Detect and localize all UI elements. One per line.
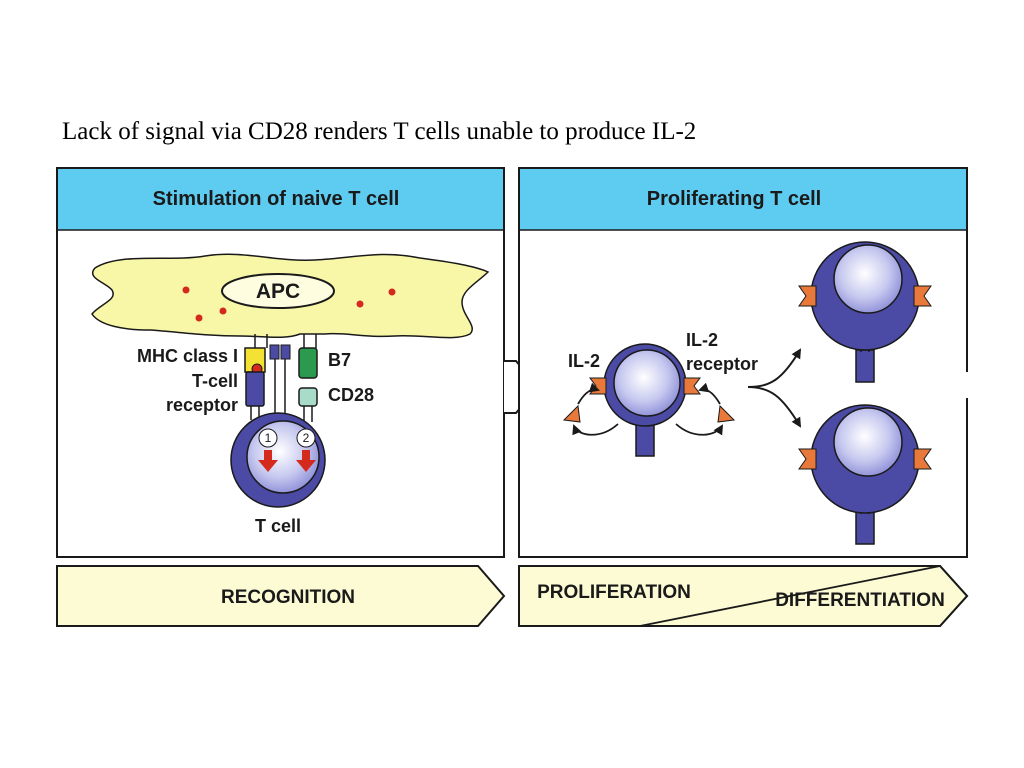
antigen-dot: [219, 307, 227, 315]
left-panel-header: Stimulation of naive T cell: [153, 188, 400, 210]
differentiation-label: DIFFERENTIATION: [775, 590, 945, 611]
frame-notch: [962, 372, 970, 398]
coreceptor: [269, 344, 280, 360]
b7-label: B7: [328, 350, 351, 370]
proliferation-label: PROLIFERATION: [537, 582, 691, 603]
right-panel-header-bg: [520, 169, 966, 230]
tcr-label-line1: T-cell: [192, 371, 238, 391]
autocrine-arrow-right-out: [675, 423, 724, 436]
activated-t-cell: [589, 343, 701, 457]
b7-molecule: [298, 347, 318, 379]
cd28-label: CD28: [328, 385, 374, 405]
antigen-dot: [356, 300, 364, 308]
signal-2-arrow: [296, 450, 316, 472]
tcr-label-line2: receptor: [166, 395, 238, 415]
il2-receptor-label-line2: receptor: [686, 354, 758, 374]
t-cell-receptor: [245, 371, 265, 407]
autocrine-arrow-left-out: [572, 423, 619, 436]
branch-arrow-down: [747, 386, 802, 428]
il2-receptor-label-line1: IL-2: [686, 330, 718, 350]
right-panel-header: Proliferating T cell: [647, 188, 821, 210]
signal-1-badge: [258, 428, 278, 448]
il2-molecule: [562, 404, 581, 423]
right-panel: Proliferating T cell IL-2 IL-2 receptor: [518, 167, 970, 558]
left-panel-header-bg: [58, 169, 503, 230]
mhc-label: MHC class I: [137, 346, 238, 366]
recognition-label: RECOGNITION: [221, 587, 355, 608]
signal-2-badge: [296, 428, 316, 448]
antigen-dot: [195, 314, 203, 322]
signal-1-number: 1: [265, 431, 272, 445]
antigen-dot: [388, 288, 396, 296]
il2-molecule: [717, 404, 736, 423]
antigen-dot: [182, 286, 190, 294]
slide-title: Lack of signal via CD28 renders T cells …: [62, 118, 697, 145]
proliferation-differentiation-banner: PROLIFERATION DIFFERENTIATION: [518, 565, 969, 627]
il2-label: IL-2: [568, 351, 600, 371]
left-panel: Stimulation of naive T cell APC: [56, 167, 505, 558]
daughter-t-cell-top: [798, 241, 932, 383]
apc-nucleus: [221, 273, 335, 309]
autocrine-arrow-left-in: [577, 382, 600, 405]
signal-1-arrow: [258, 450, 278, 472]
autocrine-arrow-right-in: [698, 382, 721, 405]
coreceptor: [280, 344, 291, 360]
diagonal-divider: [639, 565, 941, 627]
daughter-t-cell-bottom: [798, 404, 932, 545]
apc-label: APC: [256, 280, 300, 303]
recognition-banner: RECOGNITION: [56, 565, 506, 627]
t-cell-label: T cell: [255, 516, 301, 536]
il2-receptor-right: [683, 377, 701, 395]
cd28-molecule: [298, 387, 318, 407]
signal-2-number: 2: [303, 431, 310, 445]
